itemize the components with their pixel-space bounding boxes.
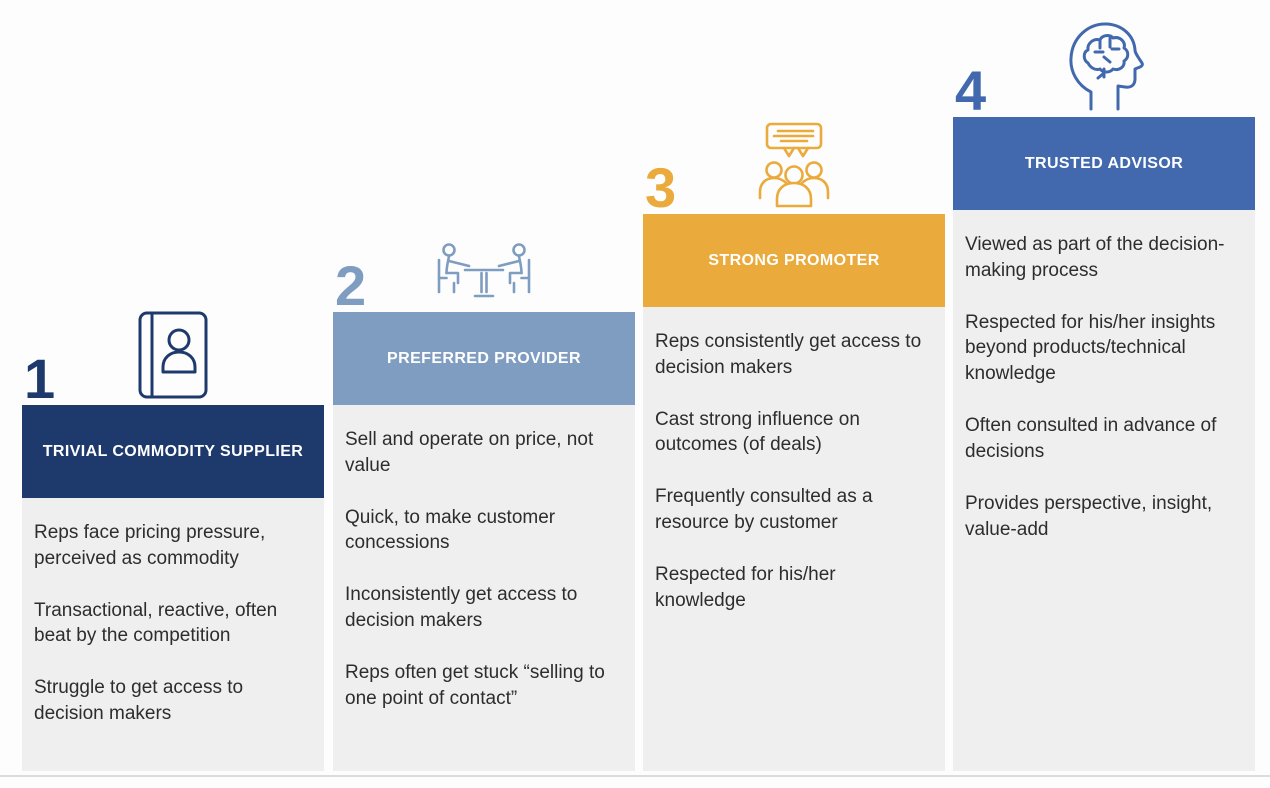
stage-title: STRONG PROMOTER — [708, 251, 880, 269]
stage-bullet: Reps often get stuck “selling to one poi… — [345, 661, 605, 709]
bottom-divider — [0, 775, 1270, 777]
stage-number: 4 — [955, 59, 986, 123]
stage-column-trivial-commodity-supplier: 1 TRIVIAL COMMODITY SUPPLIER Reps face p… — [22, 303, 324, 771]
stage-bullet: Viewed as part of the decision-making pr… — [965, 234, 1225, 281]
stage-title: PREFERRED PROVIDER — [387, 349, 581, 367]
stage-number: 2 — [335, 254, 366, 318]
stage-bullet: Reps consistently get access to decision… — [655, 331, 922, 378]
brain-head-icon — [1064, 19, 1144, 111]
stage-bullet: Reps face pricing pressure, perceived as… — [34, 522, 266, 569]
stage-bullet: Struggle to get access to decision maker… — [34, 677, 244, 725]
meeting-table-icon — [434, 242, 534, 306]
stage-bullet: Inconsistently get access to decision ma… — [345, 584, 578, 632]
stage-bullet: Transactional, reactive, often beat by t… — [34, 599, 278, 647]
stage-number: 3 — [645, 156, 676, 220]
stage-bullet: Respected for his/her insights beyond pr… — [965, 311, 1216, 385]
stage-number: 1 — [24, 347, 55, 411]
stage-bullet: Respected for his/her knowledge — [655, 563, 836, 611]
stage-column-preferred-provider: 2 — [333, 210, 635, 771]
contact-book-icon — [138, 311, 208, 399]
stage-title: TRIVIAL COMMODITY SUPPLIER — [42, 442, 304, 460]
stage-column-strong-promoter: 3 STRONG PROMOTER — [643, 112, 945, 771]
stage-description: Reps face pricing pressure, perceived as… — [22, 498, 324, 771]
stage-description: Reps consistently get access to decision… — [643, 307, 945, 771]
stage-bullet: Sell and operate on price, not value — [345, 429, 594, 476]
stage-bullet: Often consulted in advance of decisions — [965, 415, 1217, 462]
stage-description: Sell and operate on price, not value Qui… — [333, 405, 635, 771]
stage-bullet: Quick, to make customer concessions — [345, 506, 556, 554]
stage-title: TRUSTED ADVISOR — [1024, 154, 1184, 172]
stage-bullet: Frequently consulted as a resource by cu… — [655, 486, 873, 534]
stage-header: PREFERRED PROVIDER — [333, 312, 635, 405]
promoter-group-icon — [751, 122, 837, 208]
stage-header: TRIVIAL COMMODITY SUPPLIER — [22, 405, 324, 498]
stage-description: Viewed as part of the decision-making pr… — [953, 210, 1255, 771]
stage-bullet: Cast strong influence on outcomes (of de… — [655, 408, 860, 456]
stage-header: STRONG PROMOTER — [643, 214, 945, 307]
stage-bullet: Provides perspective, insight, value-add — [965, 492, 1213, 540]
stage-header: TRUSTED ADVISOR — [953, 117, 1255, 210]
stage-column-trusted-advisor: 4 TRUSTED ADVISOR Viewed as part of the … — [953, 15, 1255, 771]
